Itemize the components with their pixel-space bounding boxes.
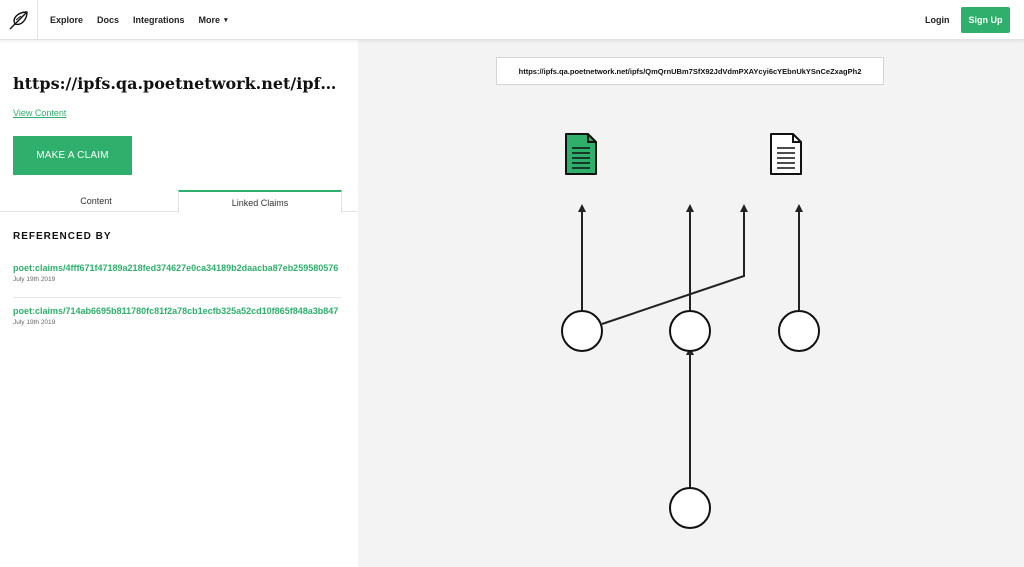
edge-arrow: [601, 204, 748, 325]
claim-date: July 19th 2019: [13, 276, 56, 283]
page-title: https://ipfs.qa.poetnetwork.net/ipfs/QmQ…: [13, 74, 343, 93]
claim-link[interactable]: poet:claims/4fff671f47189a218fed374627e0…: [13, 263, 339, 273]
tab-bar: Content Linked Claims: [0, 190, 358, 213]
document-icon[interactable]: [565, 133, 597, 175]
nav-docs[interactable]: Docs: [97, 15, 120, 25]
claims-graph-panel: https://ipfs.qa.poetnetwork.net/ipfs/QmQ…: [358, 40, 1024, 567]
main-nav: Explore Docs Integrations More ▾: [50, 0, 228, 40]
divider: [13, 297, 342, 298]
nav-more[interactable]: More ▾: [199, 15, 228, 25]
claim-date: July 19th 2019: [13, 319, 56, 326]
work-details-panel: https://ipfs.qa.poetnetwork.net/ipfs/QmQ…: [0, 40, 358, 567]
nav-explore[interactable]: Explore: [50, 15, 84, 25]
view-content-link[interactable]: View Content: [13, 108, 67, 118]
list-item: poet:claims/4fff671f47189a218fed374627e0…: [13, 263, 358, 283]
graph-url-label: https://ipfs.qa.poetnetwork.net/ipfs/QmQ…: [496, 57, 884, 85]
claim-node[interactable]: [778, 310, 820, 352]
claim-node[interactable]: [669, 310, 711, 352]
claim-node[interactable]: [561, 310, 603, 352]
graph-edges: [578, 204, 803, 488]
nav-integrations[interactable]: Integrations: [133, 15, 185, 25]
signup-button[interactable]: Sign Up: [961, 7, 1010, 33]
nav-more-label: More: [198, 15, 221, 25]
feather-icon: [9, 11, 28, 30]
list-item: poet:claims/714ab6695b811780fc81f2a78cb1…: [13, 306, 358, 326]
make-a-claim-button[interactable]: MAKE A CLAIM: [13, 136, 132, 175]
login-link[interactable]: Login: [925, 15, 950, 25]
document-icon[interactable]: [770, 133, 802, 175]
tab-content[interactable]: Content: [80, 196, 112, 206]
claim-link[interactable]: poet:claims/714ab6695b811780fc81f2a78cb1…: [13, 306, 339, 316]
logo[interactable]: [0, 0, 38, 40]
claim-nodes: [561, 310, 820, 529]
tab-linked-claims[interactable]: Linked Claims: [178, 190, 342, 213]
claim-node[interactable]: [669, 487, 711, 529]
chevron-down-icon: ▾: [224, 17, 228, 24]
top-navbar: Explore Docs Integrations More ▾ Login S…: [0, 0, 1024, 40]
claims-graph: [561, 133, 820, 529]
referenced-by-heading: REFERENCED BY: [13, 231, 112, 242]
